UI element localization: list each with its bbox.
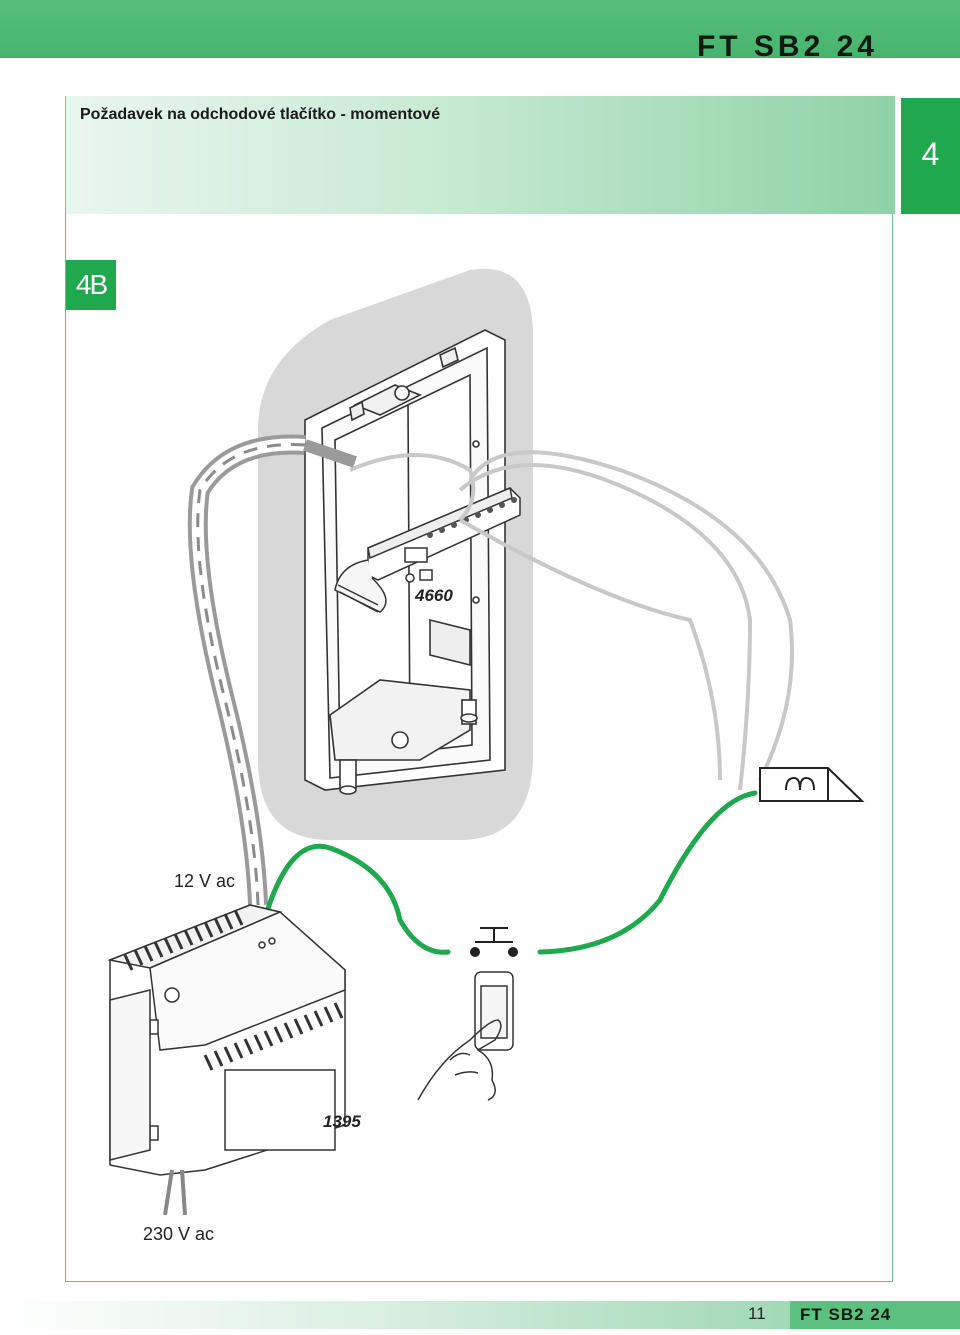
power-supply-unit (107, 904, 346, 1176)
green-wiring (262, 790, 758, 955)
mains-cable (163, 1169, 187, 1216)
bus-cable (187, 434, 357, 906)
hand-icon (417, 1019, 502, 1101)
terminal-module (334, 486, 521, 613)
page-number: 11 (748, 1304, 766, 1323)
momentary-button-symbol (470, 927, 518, 957)
bell-icon (759, 767, 865, 802)
section-header: Požadavek na odchodové tlačítko - moment… (65, 96, 895, 214)
wiring-diagram: 4660 (107, 268, 865, 1244)
document-code: FT SB2 24 (696, 30, 878, 63)
psu-code-label: 1395 (323, 1112, 361, 1131)
chapter-tab: 4 (901, 98, 960, 214)
exit-button-device (474, 971, 514, 1051)
low-voltage-label: 12 V ac (174, 871, 235, 891)
page-frame (65, 96, 893, 1282)
section-title: Požadavek na odchodové tlačítko - moment… (80, 106, 441, 123)
footer-doc-code-box: FT SB2 24 (790, 1301, 960, 1329)
mains-voltage-label: 230 V ac (143, 1224, 214, 1244)
chapter-number: 4 (921, 136, 940, 172)
footer-doc-code: FT SB2 24 (800, 1305, 892, 1324)
figure-label: 4B (66, 260, 116, 310)
bell-wires-grey (349, 450, 794, 791)
top-header-band: FT SB2 24 (0, 0, 960, 63)
module-code-label: 4660 (414, 586, 453, 605)
